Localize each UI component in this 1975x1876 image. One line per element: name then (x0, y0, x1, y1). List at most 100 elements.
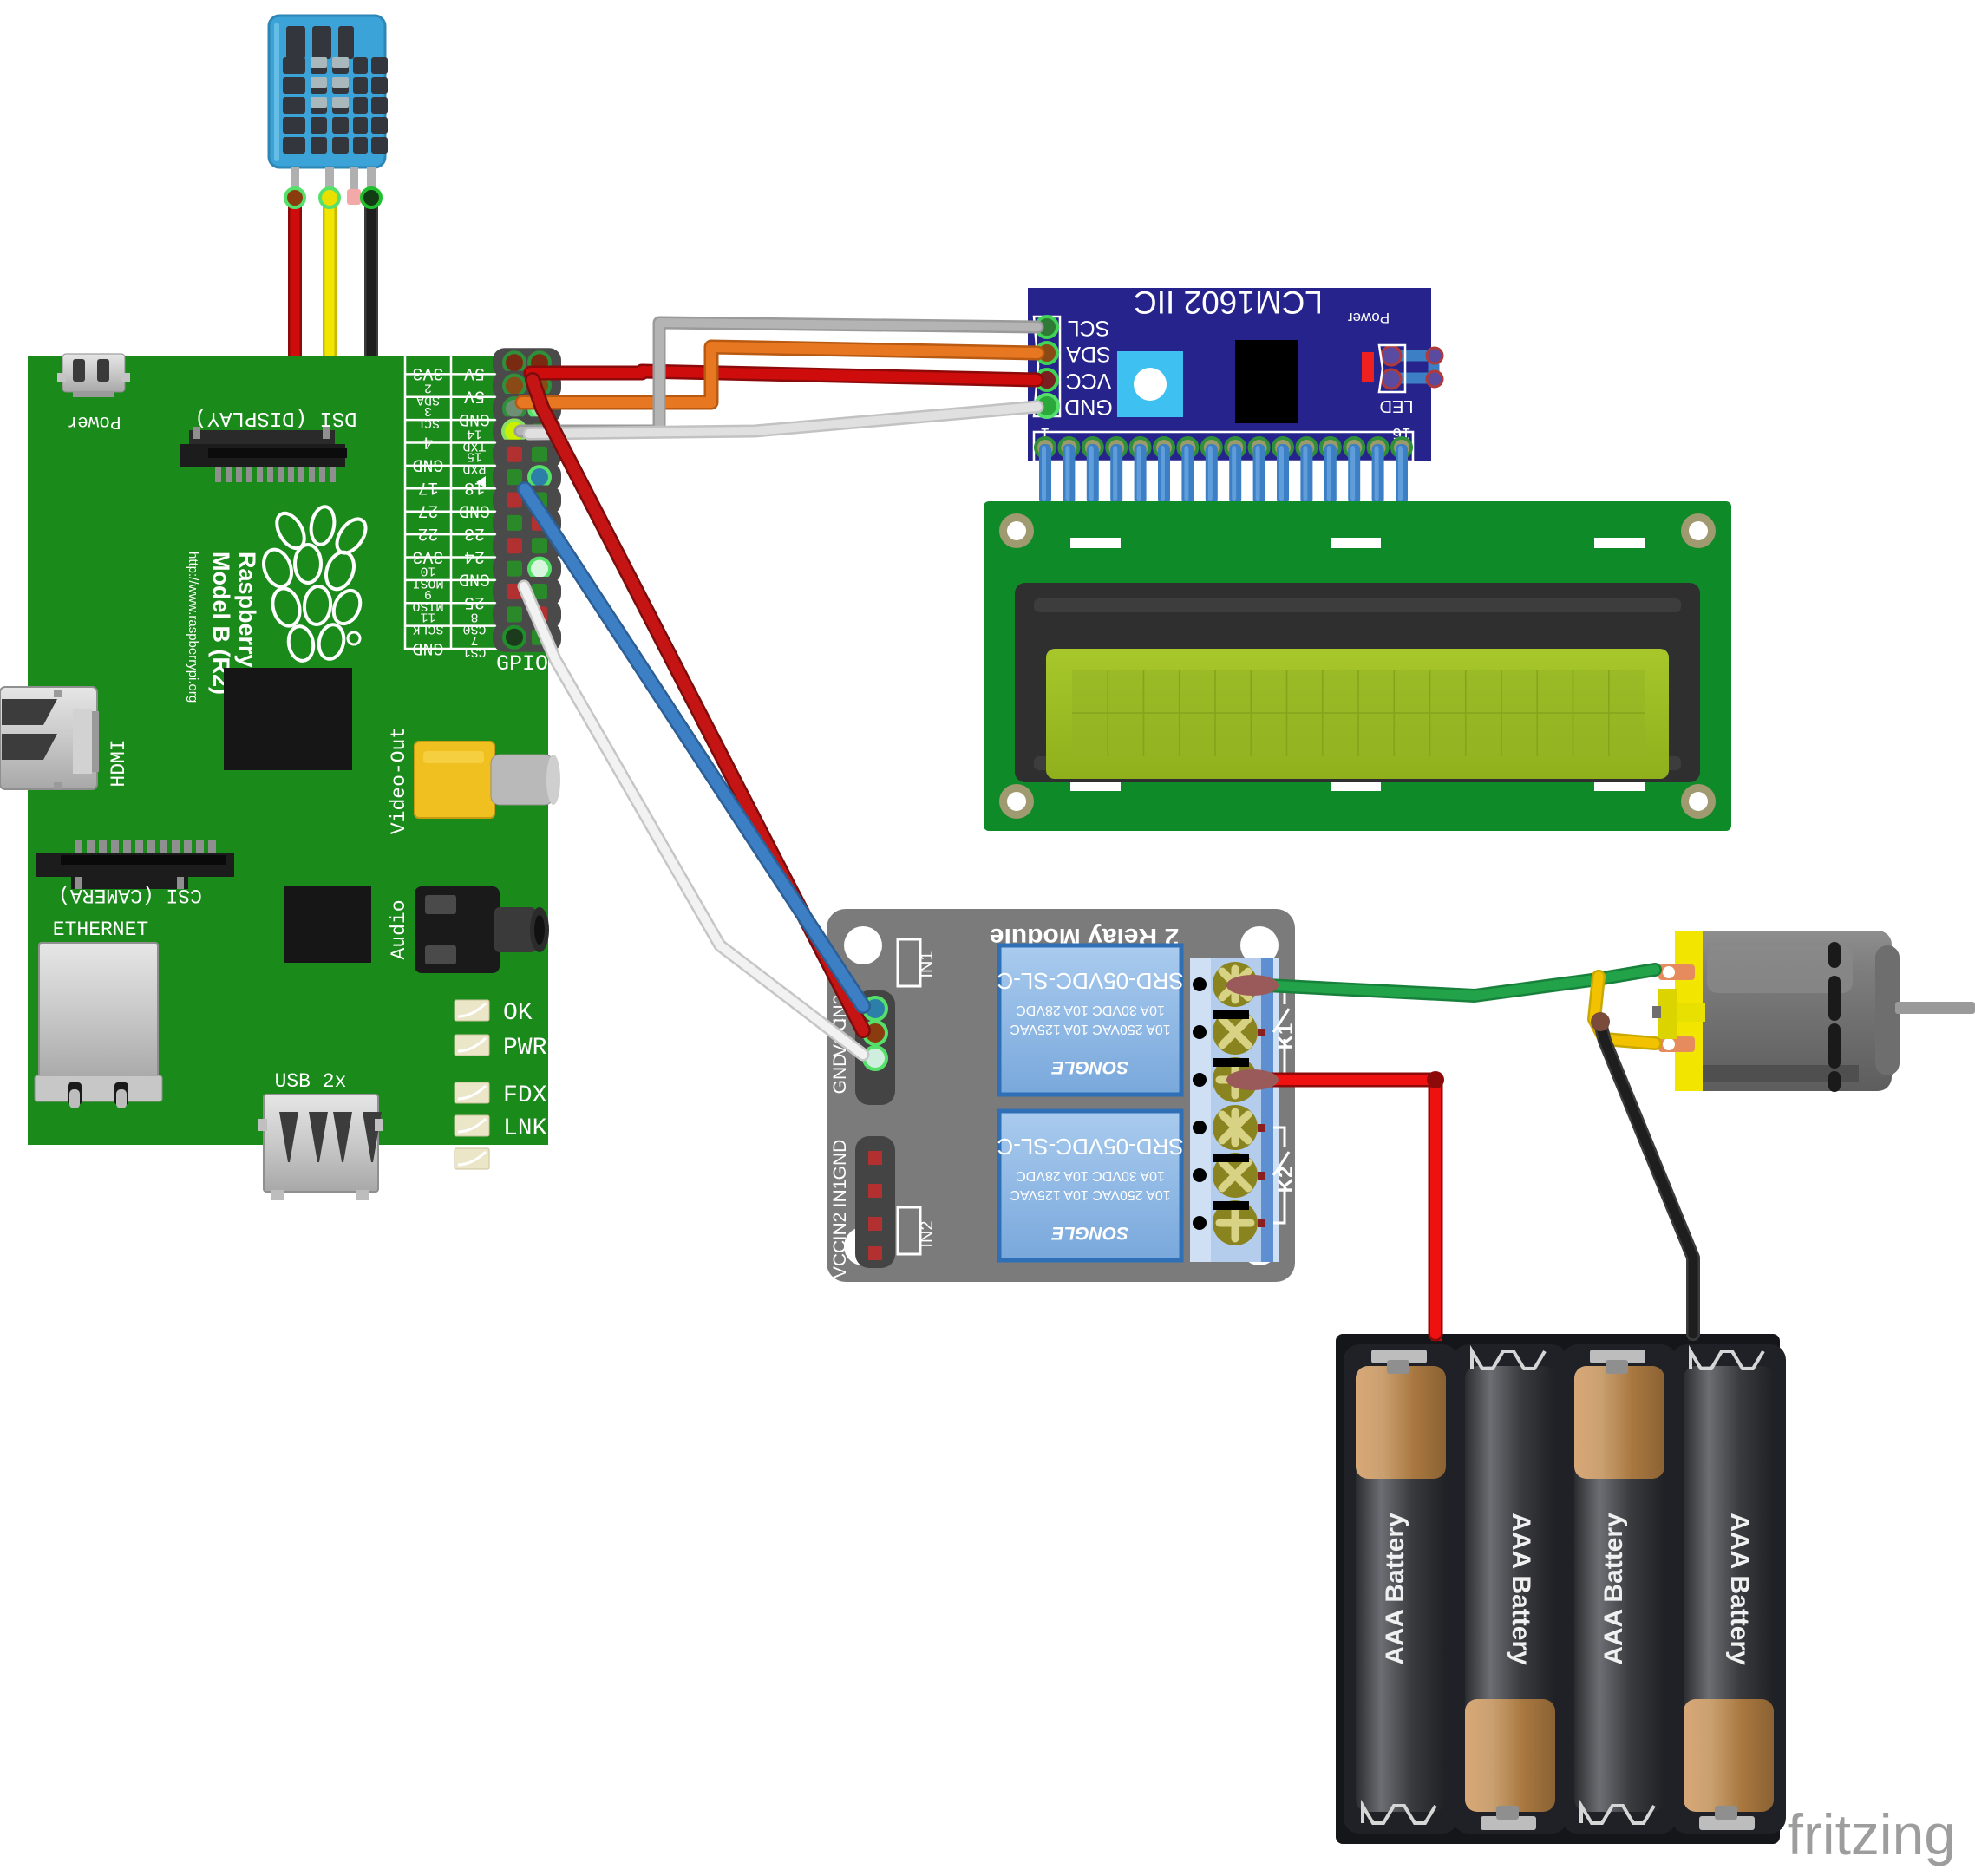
relay-sheader-label-in2: IN2 (830, 1213, 850, 1241)
pi-led-glyph (457, 1084, 487, 1101)
relay1-brand: SONGLE (1051, 1057, 1129, 1077)
relay-spin-gnd[interactable] (868, 1151, 882, 1165)
raspberry-pi-board[interactable]: Power DSI (DISPLAY) Raspberry Pi Model B… (0, 348, 561, 1200)
dht11-sensor[interactable] (267, 14, 388, 209)
fritzing-watermark: fritzing (1788, 1802, 1956, 1866)
lcd-display-module[interactable] (984, 501, 1731, 831)
battery-nub-2 (1496, 1806, 1519, 1820)
pi-power-label: Power (66, 411, 121, 431)
relay-spin-in1[interactable] (868, 1184, 882, 1198)
gpio-pin-free[interactable] (532, 538, 547, 554)
gpio-pin-label-right-1: 5V (464, 386, 485, 406)
i2c-header-leg-hl (1184, 446, 1189, 501)
i2c-backpack-module[interactable]: LCM1602 IIC Power LED SCL (1028, 284, 1444, 505)
gpio-pin-free[interactable] (532, 584, 547, 600)
gpio-pin-sublabel-left-9: MOSI (412, 576, 443, 591)
gpio-pin-free[interactable] (507, 446, 522, 462)
battery-cell-cap-1 (1356, 1366, 1446, 1479)
relay-spin-vcc[interactable] (868, 1246, 882, 1260)
i2c-chip (1235, 340, 1298, 423)
i2c-led-jumper[interactable] (1377, 343, 1444, 394)
relay2-part: SRD-05VDC-SL-C (997, 1134, 1183, 1160)
i2c-header-leg-hl (1350, 446, 1356, 501)
battery-contact-plate-3 (1590, 1350, 1645, 1363)
gpio-pin-free[interactable] (507, 492, 522, 508)
gpio-pin-free[interactable] (507, 606, 522, 623)
gpio-pin-label-left-12: GND (412, 637, 443, 657)
gpio-pin-connected[interactable] (527, 465, 552, 490)
relay-terminal-block[interactable] (1190, 958, 1279, 1262)
wire-layer-top (513, 316, 1700, 1342)
pi-audio-jack (415, 886, 549, 973)
i2c-header-leg-hl (1255, 446, 1260, 501)
pi-dsi-connector (180, 427, 347, 482)
pi-audio-label: Audio (388, 899, 410, 959)
wire-pi-5v-to-lcd-vcc[interactable] (526, 366, 1042, 385)
wire-relay-no-to-motor[interactable] (1261, 964, 1660, 1001)
i2c-label-vcc: VCC (1066, 369, 1112, 393)
relay-coil-2: SRD-05VDC-SL-C 10A 30VDC 10A 28VDC 10A 2… (997, 1108, 1184, 1263)
relay-control-header[interactable]: IN2 VCC GND (830, 990, 895, 1105)
gpio-pin-label-right-10: 25 (464, 592, 485, 611)
pi-csi-label: CSI (CAMERA) (58, 884, 202, 906)
relay-sheader-label-in1: IN1 (830, 1180, 850, 1208)
pi-led-glyph (457, 1117, 487, 1134)
pi-hdmi-connector (0, 686, 99, 790)
i2c-contrast-trimpot[interactable] (1117, 351, 1183, 417)
gpio-pin-label-left-1: 2 (424, 381, 432, 395)
relay2-brand: SONGLE (1051, 1223, 1129, 1243)
gpio-pin-sublabel-left-11: SCLK (412, 621, 443, 636)
wire-pi-gnd-to-relay-gnd[interactable] (520, 582, 867, 1059)
gpio-pin-label-right-11: 8 (470, 609, 478, 624)
battery-spring-1 (1361, 1799, 1437, 1825)
relay-coil-1: SRD-05VDC-SL-C 10A 30VDC 10A 28VDC 10A 2… (997, 943, 1184, 1097)
relay-spin-in2[interactable] (868, 1217, 882, 1231)
gpio-pin-free[interactable] (507, 538, 522, 554)
lcd-silk-pads (1070, 538, 1645, 791)
gpio-pin-connected[interactable] (527, 556, 552, 581)
relay2-rating-ac: 10A 250VAC 10A 125VAC (1010, 1187, 1170, 1202)
i2c-header-leg-hl (1326, 446, 1331, 501)
gpio-pin-label-left-3: 4 (422, 431, 433, 451)
gpio-pin-label-left-7: 22 (417, 523, 438, 543)
pi-video-out-label: Video-Out (388, 727, 410, 834)
pi-led-glyph (457, 1002, 487, 1018)
gpio-pin-free[interactable] (532, 446, 547, 462)
i2c-header-leg-hl (1279, 446, 1284, 501)
gpio-pin-free[interactable] (507, 514, 522, 531)
pi-ethernet-jack (34, 942, 163, 1108)
i2c-power-label: Power (1348, 310, 1390, 326)
relay-module[interactable]: 2 Relay Module SRD-05VDC-SL-C 10A 30VDC … (827, 909, 1298, 1282)
relay-secondary-header[interactable]: GND IN1 IN2 VCC (830, 1136, 895, 1278)
i2c-header-leg-hl (1398, 446, 1403, 501)
wire-battery-neg-to-motor[interactable] (1595, 1018, 1698, 1339)
wire-pi-5v-to-relay-vcc[interactable] (526, 374, 869, 1036)
battery-spring-4 (1689, 1344, 1765, 1370)
pi-csi-connector (36, 840, 234, 889)
terminal-wire-blobs (1226, 975, 1279, 1090)
dc-motor[interactable] (1652, 931, 1975, 1092)
gpio-pin-connected[interactable] (502, 350, 526, 376)
wire-pi-gpio18-to-relay-in1[interactable] (519, 483, 869, 1012)
gpio-pin-connected[interactable] (502, 624, 526, 650)
i2c-header-leg-hl (1042, 446, 1046, 501)
motor-shaft (1895, 1002, 1975, 1014)
i2c-header-leg-hl (1136, 446, 1141, 501)
gpio-pin-free[interactable] (507, 469, 522, 486)
gpio-pin-free[interactable] (507, 560, 522, 577)
gpio-pin-connected[interactable] (502, 373, 526, 398)
battery-nub-3 (1606, 1360, 1628, 1374)
pi-led-glyph (457, 1150, 487, 1167)
relay-in1-mount-label: IN1 (918, 951, 937, 977)
i2c-lcd-header[interactable] (1032, 430, 1415, 505)
gpio-pin-sublabel-right-12: CS1 (462, 644, 486, 659)
pi-lan-chip (284, 886, 371, 963)
wire-pi-sda-to-lcd-sda[interactable] (517, 342, 1043, 408)
pi-usb-label: USB 2x (275, 1070, 347, 1093)
wire-pi-gnd-to-lcd-gnd[interactable] (525, 402, 1042, 438)
battery-cell-label-4: AAA Battery (1725, 1513, 1754, 1665)
